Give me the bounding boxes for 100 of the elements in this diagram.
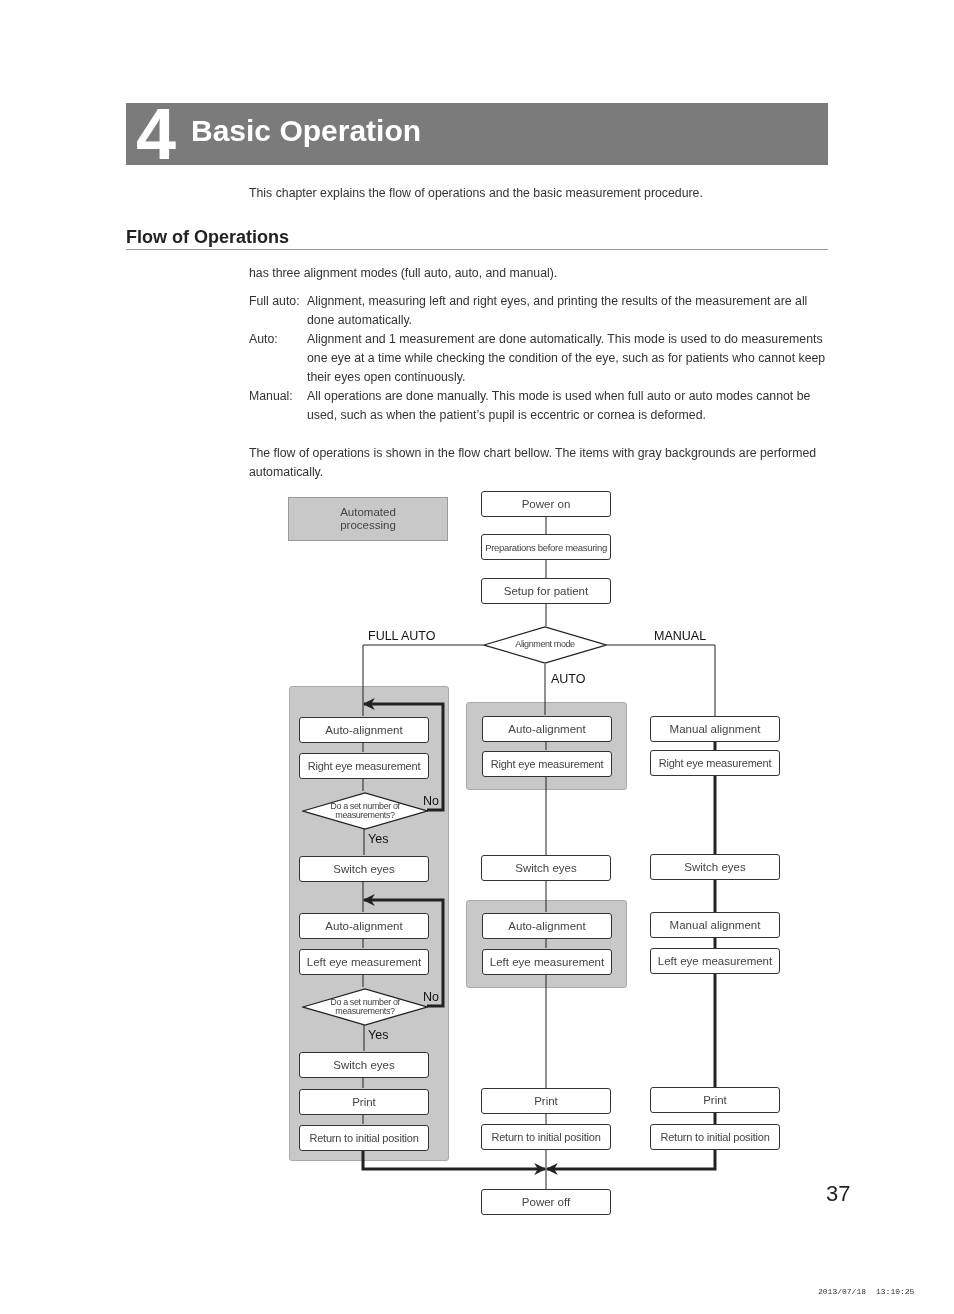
process-box <box>299 949 429 975</box>
process-text: Power off <box>521 1196 571 1208</box>
process-box <box>299 856 429 882</box>
connector-line <box>363 1024 365 1052</box>
process-box <box>299 717 429 743</box>
process-box <box>481 1088 611 1114</box>
chapter-number: 4 <box>136 94 177 174</box>
body-text: has three alignment modes (full auto, auto, and manual). <box>249 265 559 282</box>
connector-line <box>713 776 717 854</box>
process-box <box>482 949 612 975</box>
process-box <box>650 750 780 776</box>
process-box <box>481 1124 611 1150</box>
process-box <box>650 912 780 938</box>
process-text: Print <box>534 1095 558 1107</box>
arrow <box>361 1150 547 1175</box>
edge-label: No <box>423 990 439 1004</box>
process-box <box>481 1189 611 1215</box>
edge-label: Yes <box>368 832 389 846</box>
decision-text: Do a set number of measurements? <box>329 801 401 821</box>
process-text: Left eye measurement <box>657 955 773 967</box>
process-text: Auto-alignment <box>508 920 586 932</box>
page-number: 37 <box>826 1184 851 1203</box>
edge-label: No <box>423 794 439 808</box>
definition-text: Alignment, measuring left and right eyes, and printing the results of the measurement are all done automatically. <box>307 293 809 329</box>
decision-text: Alignment mode <box>515 640 575 650</box>
process-text: Setup for patient <box>503 585 589 597</box>
process-box <box>650 1124 780 1150</box>
process-box <box>299 913 429 939</box>
process-box <box>481 855 611 881</box>
process-box <box>650 948 780 974</box>
process-text: Left eye measurement <box>489 956 605 968</box>
automated-group-panel <box>289 686 449 1161</box>
process-text: Switch eyes <box>333 1059 395 1071</box>
process-text: Return to initial position <box>491 1131 601 1143</box>
connector-line <box>362 880 364 913</box>
process-box <box>482 716 612 742</box>
connector-line <box>363 828 365 856</box>
process-text: Return to initial position <box>309 1132 419 1144</box>
connector-line <box>362 777 364 792</box>
connector-line <box>545 559 547 579</box>
edge-label: Yes <box>368 1028 389 1042</box>
connector-line <box>545 973 547 1089</box>
connector-line <box>713 1113 717 1124</box>
process-box <box>299 1089 429 1115</box>
connector-line <box>606 644 716 717</box>
process-box <box>481 491 611 517</box>
connector-line <box>362 937 364 949</box>
connector-line <box>545 1113 547 1125</box>
intro-text: This chapter explains the flow of operations and the basic measurement procedure. <box>249 185 704 202</box>
print-date: 2013/07/18 <box>818 1287 866 1297</box>
edge-label: MANUAL <box>654 629 707 643</box>
process-text: Right eye measurement <box>490 758 604 770</box>
process-text: Switch eyes <box>515 862 577 874</box>
term-label: Full auto: <box>249 293 301 310</box>
process-text: Right eye measurement <box>658 757 772 769</box>
connector-line <box>545 937 547 949</box>
connector-line <box>713 974 717 1087</box>
decision-text: Do a set number of measurements? <box>329 997 401 1017</box>
term-label: Manual: <box>249 388 294 405</box>
legend-text: Automated processing <box>339 506 397 532</box>
term-label: Auto: <box>249 331 279 348</box>
process-text: Switch eyes <box>684 861 746 873</box>
automated-group-panel <box>466 900 627 988</box>
automated-group-panel <box>466 702 627 790</box>
process-text: Power on <box>521 498 571 510</box>
connector-line <box>545 516 547 535</box>
connector-line <box>545 880 547 913</box>
section-heading: Flow of Operations <box>126 226 290 248</box>
process-text: Auto-alignment <box>508 723 586 735</box>
connector-line <box>713 880 717 912</box>
process-text: Return to initial position <box>660 1131 770 1143</box>
process-text: Manual alignment <box>669 723 761 735</box>
connector-line <box>544 663 546 716</box>
process-text: Print <box>352 1096 376 1108</box>
process-box <box>299 1125 429 1151</box>
connector-line <box>362 1076 364 1089</box>
process-text: Right eye measurement <box>307 760 421 772</box>
process-text: Left eye measurement <box>306 956 422 968</box>
print-time: 13:10:25 <box>876 1287 915 1297</box>
process-text: Manual alignment <box>669 919 761 931</box>
connector-line <box>545 740 547 751</box>
arrow <box>362 894 445 1008</box>
process-text: Auto-alignment <box>325 920 403 932</box>
connector-line <box>362 1113 364 1125</box>
definition-text: All operations are done manually. This mode is used when full auto or auto modes cannot be used, such as when the patient’s pupil is eccentric or cornea is deformed. <box>307 388 812 424</box>
process-box <box>650 716 780 742</box>
process-box <box>481 534 611 560</box>
process-box <box>299 1052 429 1078</box>
process-box <box>299 753 429 779</box>
process-box <box>482 751 612 777</box>
connector-line <box>362 741 364 753</box>
definition-text: Alignment and 1 measurement are done automatically. This mode is used to do measurements one eye at a time while checking the condition of the eye, such as for patients who cannot keep their eyes open continuously. <box>307 331 827 386</box>
connector-line <box>713 742 717 750</box>
edge-label: AUTO <box>551 672 586 686</box>
process-box <box>481 578 611 604</box>
connector-line <box>545 603 547 627</box>
edge-label: FULL AUTO <box>368 629 436 643</box>
chapter-title: Basic Operation <box>191 114 422 148</box>
decision-diamond <box>483 626 607 664</box>
connector-line <box>713 938 717 948</box>
